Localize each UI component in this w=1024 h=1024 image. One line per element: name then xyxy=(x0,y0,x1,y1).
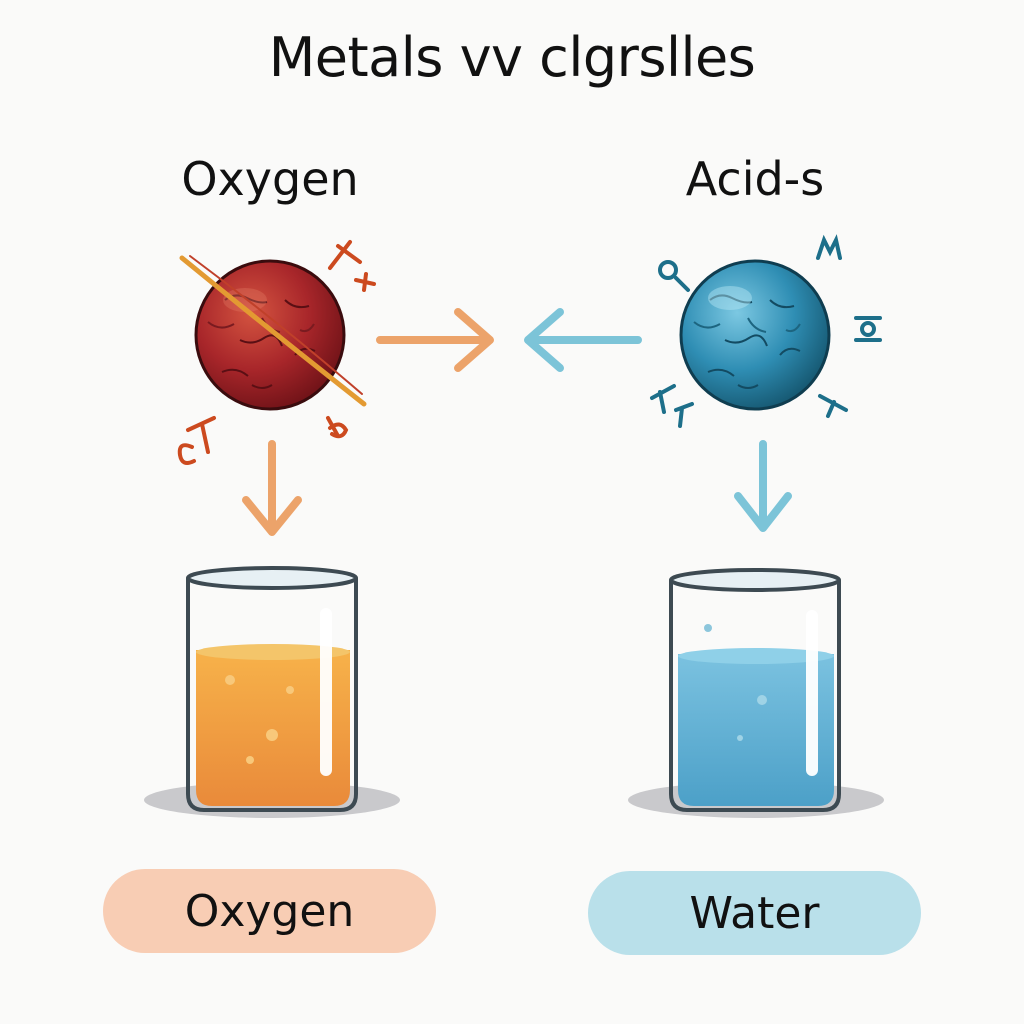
symbol-t-icon xyxy=(818,394,848,418)
arrow-right-icon xyxy=(376,308,494,372)
right-label-pill: Water xyxy=(588,871,921,955)
symbol-tf-icon xyxy=(650,384,694,428)
left-label-pill: Oxygen xyxy=(103,869,436,953)
orange-liquid-beaker xyxy=(144,566,400,818)
right-label-text: Water xyxy=(689,887,820,939)
blue-liquid-beaker xyxy=(628,568,884,818)
symbol-q-icon xyxy=(658,260,690,292)
symbol-io-icon xyxy=(854,316,882,342)
symbol-t-plus-icon xyxy=(328,240,376,292)
acid-metal-sphere xyxy=(679,259,831,411)
right-heading: Acid-s xyxy=(685,152,825,206)
diagram-title: Metals vv clgrslles xyxy=(268,26,756,89)
arrow-left-icon xyxy=(524,308,642,372)
symbol-m-icon xyxy=(816,234,842,260)
left-label-text: Oxygen xyxy=(184,885,355,937)
arrow-down-left-icon xyxy=(242,440,302,536)
symbol-ct-icon xyxy=(177,416,216,465)
reaction-streak xyxy=(179,255,367,407)
arrow-down-right-icon xyxy=(734,440,792,532)
left-heading: Oxygen xyxy=(181,152,359,206)
oxygen-metal-sphere xyxy=(194,259,346,411)
symbol-phi-icon xyxy=(326,416,349,439)
